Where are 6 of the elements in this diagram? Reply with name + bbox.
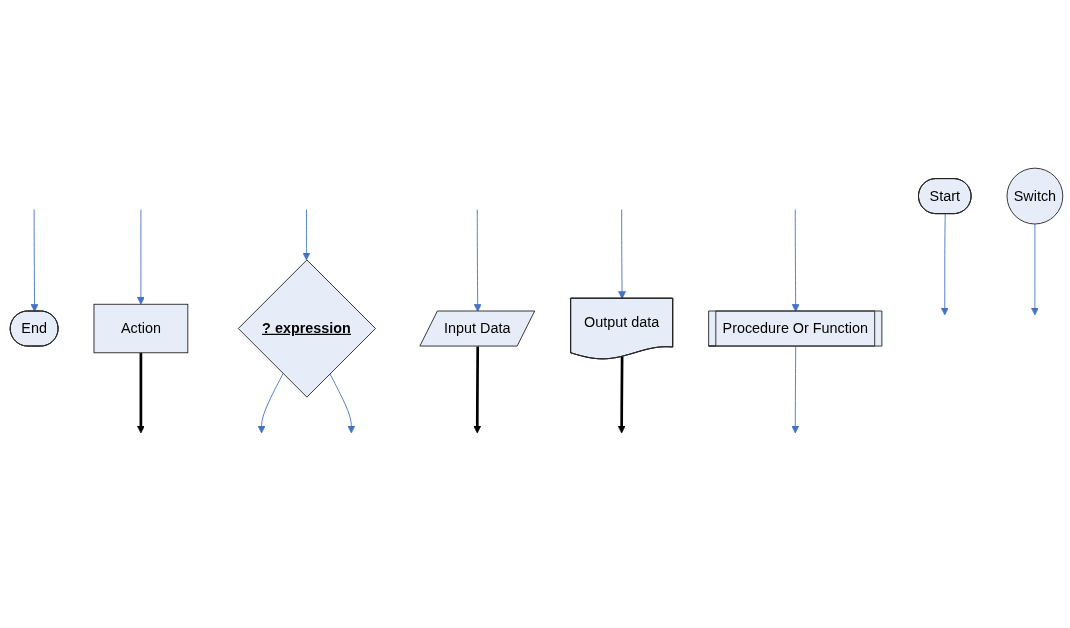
arrow [473, 346, 482, 434]
node-circle: Switch [1006, 167, 1064, 225]
node-diamond: ? expression [237, 259, 376, 398]
arrow [136, 352, 145, 434]
arrow [617, 356, 626, 434]
node-box: Action [93, 303, 189, 354]
